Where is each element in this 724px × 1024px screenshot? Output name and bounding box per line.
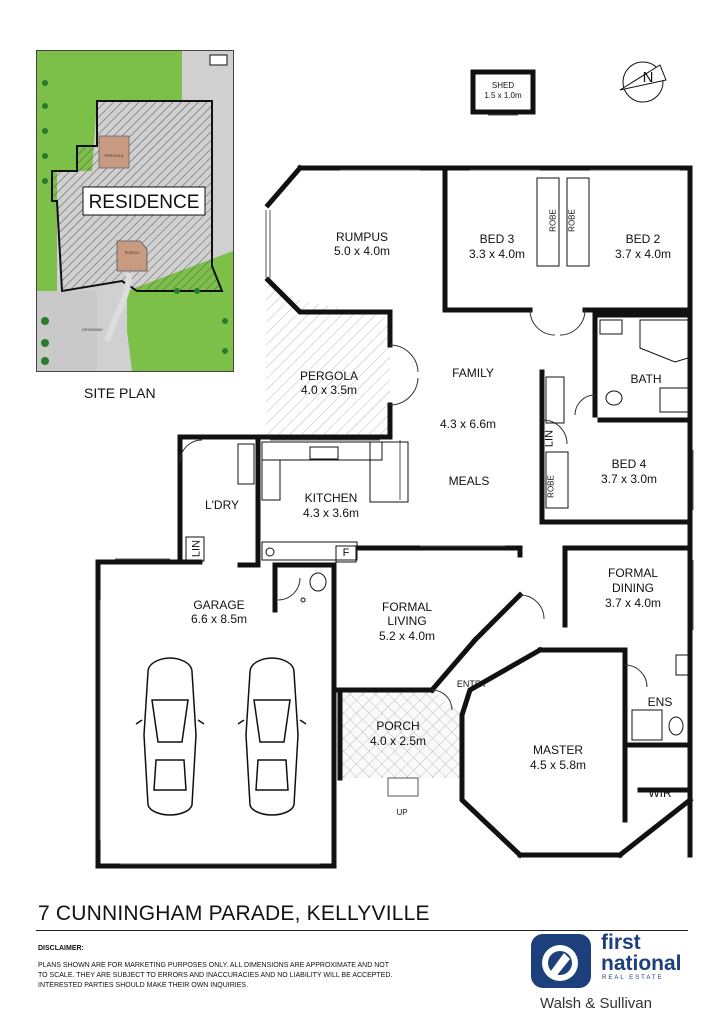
bed3-name: BED 3: [479, 232, 515, 246]
robe-label-bed3: ROBE: [548, 209, 558, 232]
doors: [179, 309, 648, 711]
car-left: [135, 657, 205, 816]
laundry-name: L'DRY: [204, 498, 240, 512]
rumpus-size: 5.0 x 4.0m: [333, 244, 391, 258]
kitchen-size: 4.3 x 3.6m: [302, 506, 360, 520]
robe-fixtures: [185, 177, 590, 562]
bath-name: BATH: [630, 372, 662, 386]
bed2-name: BED 2: [625, 232, 661, 246]
porch-name: PORCH: [376, 719, 420, 733]
bath-fixtures: [300, 319, 689, 741]
ens-name: ENS: [647, 695, 673, 709]
porch-area: [340, 690, 462, 778]
bed2-size: 3.7 x 4.0m: [614, 247, 672, 261]
kitchen-name: KITCHEN: [304, 491, 358, 505]
family-size: 4.3 x 6.6m: [439, 417, 497, 431]
property-address: 7 CUNNINGHAM PARADE, KELLYVILLE: [38, 902, 430, 925]
shed-name: SHED: [491, 81, 515, 90]
up-label: UP: [396, 808, 408, 817]
footer-divider: [36, 930, 688, 931]
formal-living-name2: LIVING: [387, 614, 427, 628]
master-size: 4.5 x 5.8m: [529, 758, 587, 772]
formal-dining-name1: FORMAL: [607, 566, 659, 580]
residence-label: RESIDENCE: [89, 192, 200, 213]
fridge-label: F: [342, 547, 350, 559]
formal-dining-size: 3.7 x 4.0m: [604, 596, 662, 610]
shed-size: 1.5 x 1.0m: [484, 91, 522, 100]
bed3-size: 3.3 x 4.0m: [468, 247, 526, 261]
garage-name: GARAGE: [193, 598, 245, 612]
site-plan: PERGOLA RESIDENCE PORCH DRIVEWAY: [36, 50, 234, 372]
meals-name: MEALS: [448, 474, 490, 488]
porch-step: [387, 777, 419, 797]
formal-living-size: 5.2 x 4.0m: [378, 629, 436, 643]
compass-label: N: [642, 69, 654, 86]
site-pergola-label: PERGOLA: [104, 153, 124, 158]
walls: [95, 164, 694, 869]
shed: [470, 69, 536, 116]
kitchen-benches: [237, 441, 409, 563]
first-national-logo-icon: [531, 934, 591, 988]
brand-office: Walsh & Sullivan: [540, 995, 652, 1012]
master-name: MASTER: [532, 743, 584, 757]
site-porch-label: PORCH: [125, 250, 140, 255]
pergola-size: 4.0 x 3.5m: [300, 383, 358, 397]
formal-dining-name2: DINING: [612, 581, 654, 595]
car-right: [237, 657, 307, 816]
windows: [99, 169, 694, 865]
lin-label-laundry: LIN: [190, 539, 203, 558]
bed4-name: BED 4: [611, 457, 647, 471]
formal-living-name1: FORMAL: [381, 600, 433, 614]
site-plan-caption: SITE PLAN: [84, 385, 156, 401]
rumpus-name: RUMPUS: [335, 230, 389, 244]
site-driveway-label: DRIVEWAY: [82, 327, 103, 332]
garage-size: 6.6 x 8.5m: [190, 612, 248, 626]
family-name: FAMILY: [452, 366, 494, 380]
brand-line-3: REAL ESTATE: [602, 975, 664, 981]
entry-name: ENTRY: [456, 679, 488, 689]
robe-label-bed4: ROBE: [546, 475, 556, 498]
robe-label-bed2: ROBE: [567, 209, 577, 232]
bed4-size: 3.7 x 3.0m: [600, 472, 658, 486]
garage-cars: [135, 657, 307, 816]
compass-north-icon: [619, 61, 667, 103]
floor-plan: [95, 61, 694, 869]
brand-line-1: first: [601, 931, 641, 954]
wir-name: WIR: [648, 786, 672, 800]
pergola-area: [266, 280, 390, 437]
pergola-name: PERGOLA: [299, 369, 359, 383]
site-plan-drawing: PERGOLA RESIDENCE PORCH DRIVEWAY: [37, 51, 233, 371]
lin-label-hall: LIN: [543, 429, 556, 448]
brand-line-2: national: [601, 952, 682, 975]
disclaimer-title: DISCLAIMER:: [38, 945, 84, 952]
porch-size: 4.0 x 2.5m: [369, 734, 427, 748]
disclaimer-text: PLANS SHOWN ARE FOR MARKETING PURPOSES O…: [38, 962, 393, 989]
